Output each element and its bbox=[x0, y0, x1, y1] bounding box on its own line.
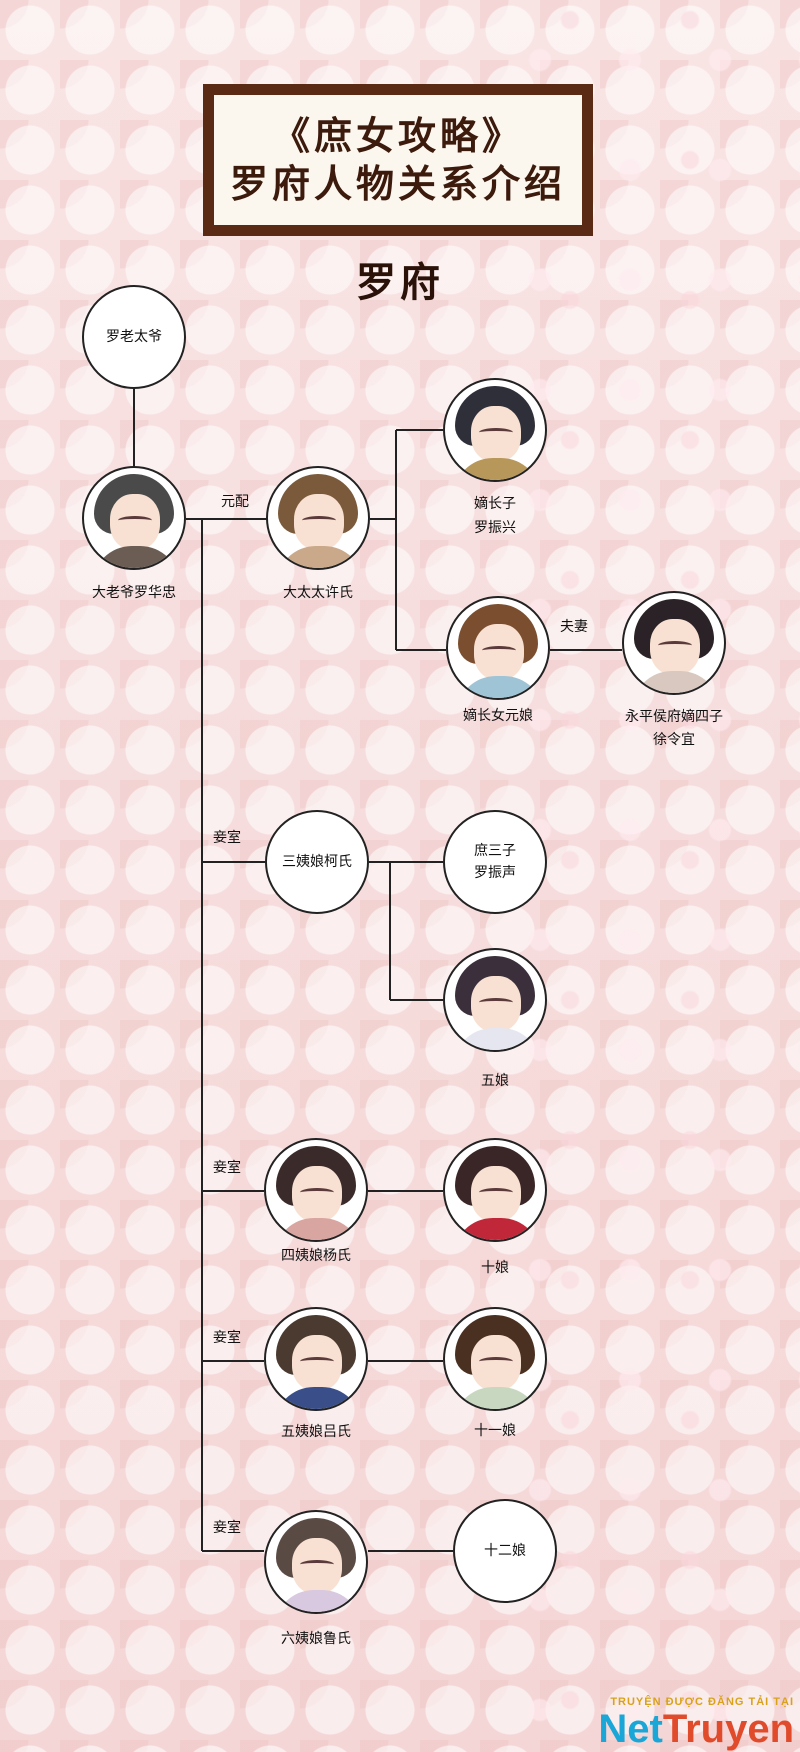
portrait-avatar bbox=[624, 593, 724, 693]
person-label: 十娘 bbox=[481, 1260, 509, 1276]
portrait-avatar bbox=[445, 950, 545, 1050]
person-label: 四姨娘杨氏 bbox=[281, 1248, 351, 1264]
title-frame: 《庶女攻略》 罗府人物关系介绍 bbox=[203, 84, 593, 236]
person-node-third-concubine: 三姨娘柯氏 bbox=[265, 810, 369, 914]
person-label: 六姨娘鲁氏 bbox=[281, 1631, 351, 1647]
portrait-avatar bbox=[266, 1140, 366, 1240]
person-node-eleventh-daughter bbox=[443, 1307, 547, 1411]
person-name: 三姨娘柯氏 bbox=[282, 854, 352, 870]
portrait-avatar bbox=[84, 468, 184, 568]
person-node-twelfth-daughter: 十二娘 bbox=[453, 1499, 557, 1603]
person-title: 庶三子 bbox=[474, 843, 516, 859]
portrait-avatar bbox=[445, 380, 545, 480]
person-node-sixth-concubine bbox=[264, 1510, 368, 1614]
person-node-eldest-son bbox=[443, 378, 547, 482]
portrait-avatar bbox=[266, 1309, 366, 1409]
person-label: 五娘 bbox=[481, 1073, 509, 1089]
person-node-third-son: 庶三子 罗振声 bbox=[443, 810, 547, 914]
person-node-son-in-law bbox=[622, 591, 726, 695]
watermark-brand: NetTruyen bbox=[598, 1708, 794, 1750]
person-name: 十二娘 bbox=[484, 1543, 526, 1559]
section-heading: 罗府 bbox=[356, 259, 444, 306]
person-node-fourth-concubine bbox=[264, 1138, 368, 1242]
person-label: 徐令宜 bbox=[653, 732, 695, 748]
person-name: 罗老太爷 bbox=[106, 329, 162, 345]
person-label: 大太太许氏 bbox=[283, 585, 353, 601]
person-node-fifth-concubine bbox=[264, 1307, 368, 1411]
watermark-tagline: TRUYỆN ĐƯỢC ĐĂNG TẢI TẠI bbox=[610, 1696, 794, 1708]
person-label: 五姨娘吕氏 bbox=[281, 1424, 351, 1440]
person-node-fifth-daughter bbox=[443, 948, 547, 1052]
title-panel: 《庶女攻略》 罗府人物关系介绍 bbox=[211, 92, 585, 228]
person-node-father bbox=[82, 466, 186, 570]
portrait-avatar bbox=[266, 1512, 366, 1612]
relation-label-wife: 元配 bbox=[221, 494, 249, 510]
portrait-avatar bbox=[445, 1309, 545, 1409]
watermark-brand-b: Truyen bbox=[662, 1707, 794, 1751]
portrait-avatar bbox=[448, 598, 548, 698]
person-node-tenth-daughter bbox=[443, 1138, 547, 1242]
person-label: 罗振兴 bbox=[474, 520, 516, 536]
watermark-brand-a: Net bbox=[598, 1707, 663, 1751]
cherry-blossom-decoration bbox=[500, 0, 800, 1752]
person-name-line: 罗振声 bbox=[474, 865, 516, 881]
person-label-title: 永平侯府嫡四子 bbox=[625, 709, 723, 725]
watermark-logo: TRUYỆN ĐƯỢC ĐĂNG TẢI TẠI NetTruyen bbox=[598, 1696, 794, 1750]
relation-label-concubine: 妾室 bbox=[213, 1160, 241, 1176]
person-node-eldest-daughter bbox=[446, 596, 550, 700]
person-label: 大老爷罗华忠 bbox=[92, 585, 176, 601]
person-node-grandfather: 罗老太爷 bbox=[82, 285, 186, 389]
person-node-main-wife bbox=[266, 466, 370, 570]
relation-label-concubine: 妾室 bbox=[213, 1520, 241, 1536]
relation-label-couple: 夫妻 bbox=[560, 619, 588, 635]
person-label: 嫡长女元娘 bbox=[463, 708, 533, 724]
person-name: 庶三子 罗振声 bbox=[474, 840, 516, 884]
person-label: 十一娘 bbox=[474, 1423, 516, 1439]
relation-label-concubine: 妾室 bbox=[213, 1330, 241, 1346]
title-main: 《庶女攻略》 bbox=[271, 113, 524, 158]
title-subtitle: 罗府人物关系介绍 bbox=[229, 161, 566, 206]
relation-label-concubine: 妾室 bbox=[213, 830, 241, 846]
portrait-avatar bbox=[268, 468, 368, 568]
portrait-avatar bbox=[445, 1140, 545, 1240]
person-label-title: 嫡长子 bbox=[474, 496, 516, 512]
